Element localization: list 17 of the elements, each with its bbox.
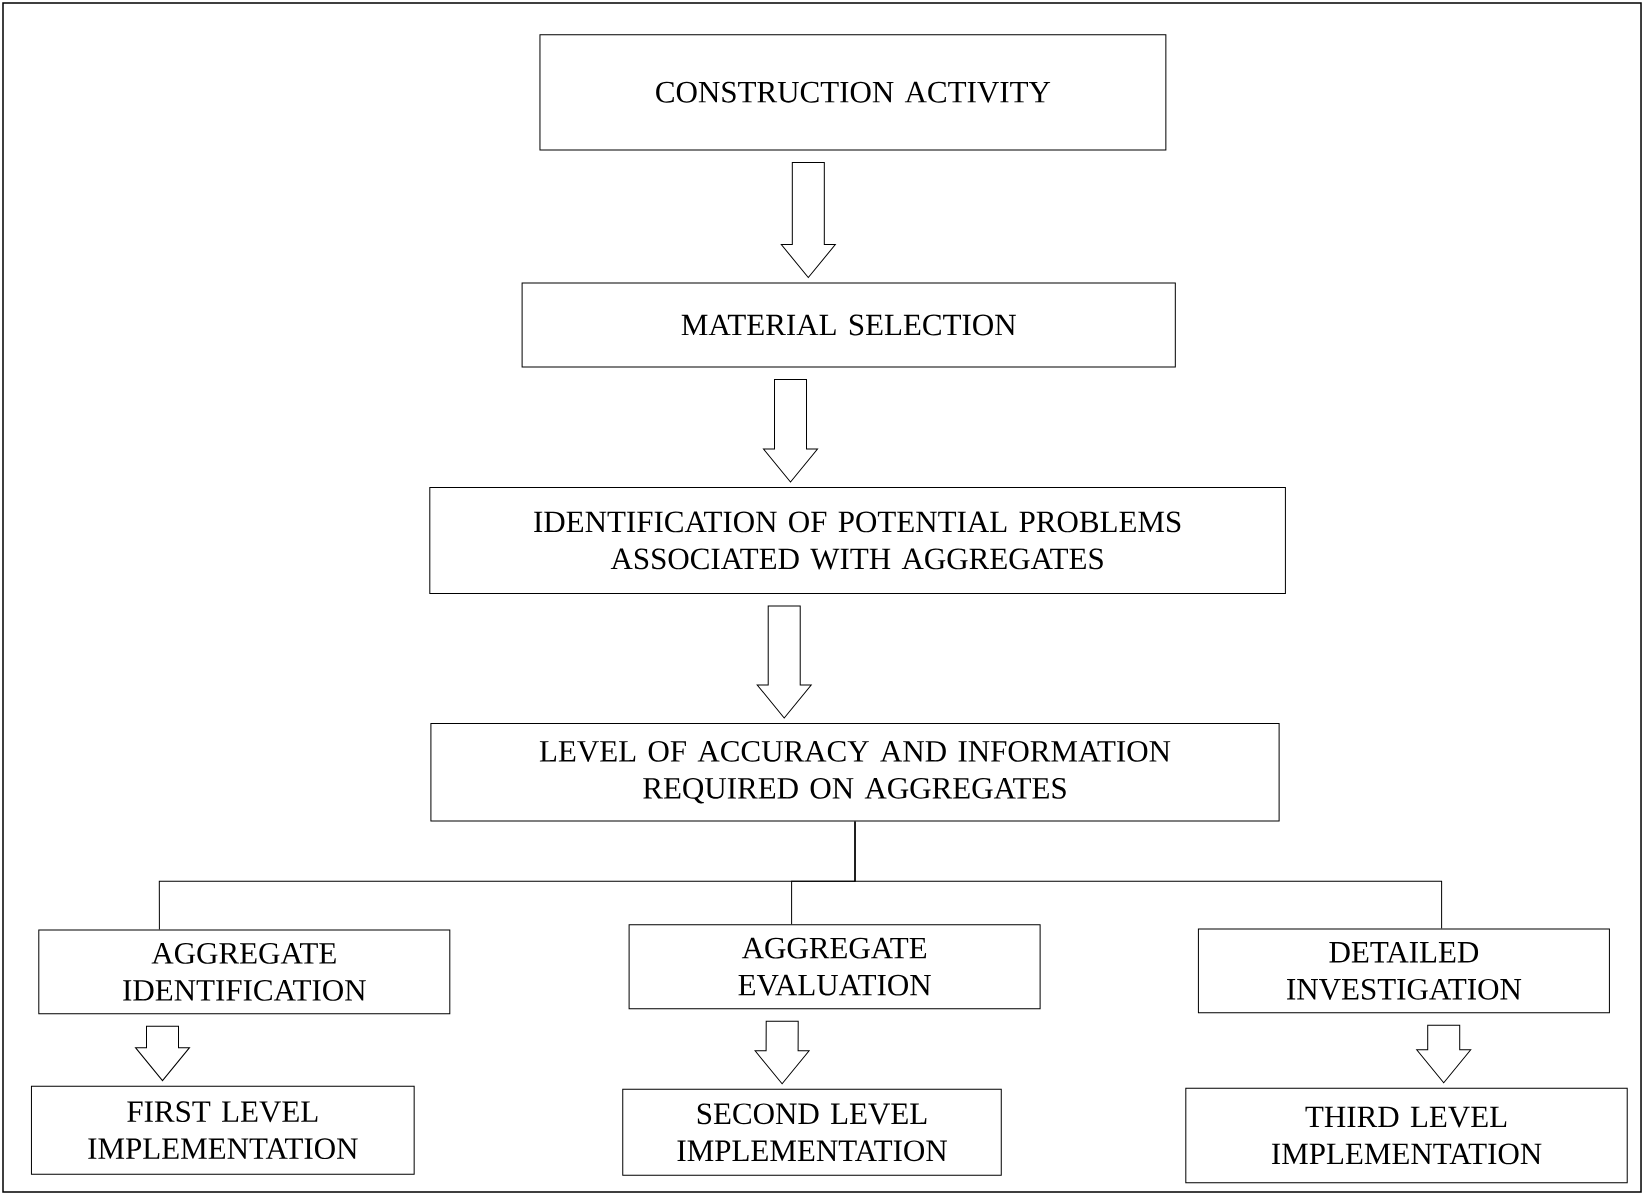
process-box: CONSTRUCTION ACTIVITY bbox=[539, 34, 1167, 151]
block-arrow bbox=[756, 605, 812, 719]
process-box: THIRD LEVEL IMPLEMENTATION bbox=[1185, 1087, 1628, 1184]
process-box: DETAILED INVESTIGATION bbox=[1197, 928, 1610, 1014]
block-arrow bbox=[780, 161, 836, 279]
block-arrow bbox=[135, 1025, 190, 1082]
connector-line bbox=[854, 820, 1443, 929]
block-arrow bbox=[763, 378, 818, 483]
process-box: AGGREGATE EVALUATION bbox=[628, 924, 1041, 1010]
process-box: AGGREGATE IDENTIFICATION bbox=[38, 929, 451, 1015]
process-box: FIRST LEVEL IMPLEMENTATION bbox=[30, 1085, 415, 1175]
process-box: MATERIAL SELECTION bbox=[521, 282, 1176, 368]
block-arrow bbox=[1416, 1024, 1472, 1084]
process-box: SECOND LEVEL IMPLEMENTATION bbox=[622, 1088, 1002, 1176]
block-arrow bbox=[754, 1020, 810, 1085]
process-box: LEVEL OF ACCURACY AND INFORMATION REQUIRED ON AGGREGATES bbox=[430, 722, 1280, 822]
process-box: IDENTIFICATION OF POTENTIAL PROBLEMS ASSOCIATED WITH AGGREGATES bbox=[429, 487, 1286, 594]
